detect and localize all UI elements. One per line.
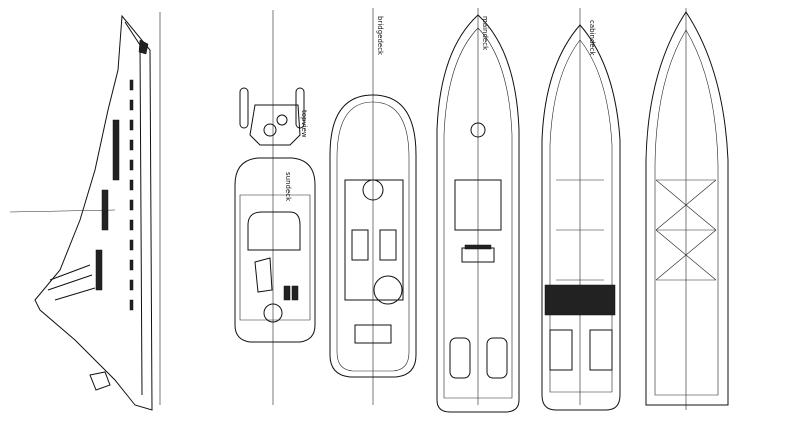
section-lines	[159, 8, 687, 410]
hull-plan	[645, 11, 729, 406]
side-profile-view	[9, 14, 153, 411]
bridgedeck-plan: bridgedeck	[329, 16, 417, 378]
hull-windows	[129, 79, 134, 311]
cabindeck-label: cabindeck	[588, 20, 596, 57]
sundeck-plan: sundeck	[234, 157, 316, 343]
cabindeck-plan: cabindeck	[541, 20, 621, 411]
bridgedeck-label: bridgedeck	[376, 16, 384, 56]
topview-plan: topview	[239, 87, 308, 146]
maindeck-plan: maindeck	[436, 14, 520, 413]
sundeck-label: sundeck	[284, 172, 292, 202]
topview-label: topview	[300, 110, 308, 138]
maindeck-label: maindeck	[481, 16, 489, 51]
